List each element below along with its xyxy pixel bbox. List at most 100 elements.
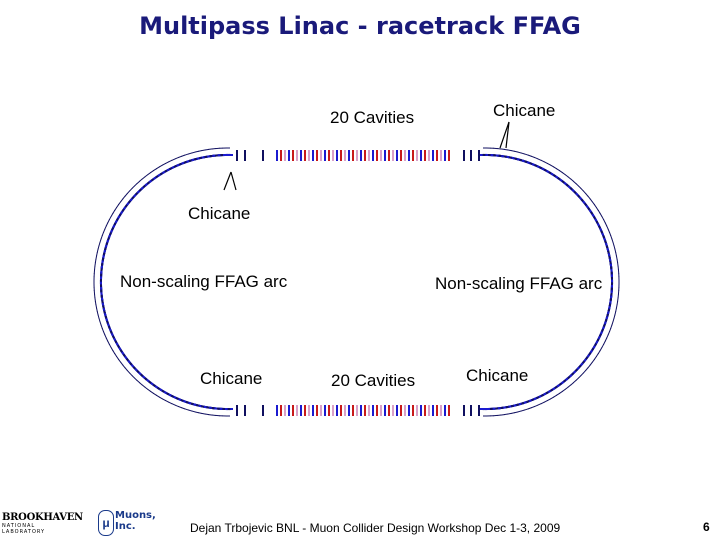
arc-tick (604, 222, 608, 227)
arc-tick (610, 235, 613, 240)
cavity-element (364, 405, 366, 416)
cavity-element (444, 405, 446, 416)
arc-tick (580, 372, 584, 377)
arc-tick (613, 245, 616, 250)
arc-tick (550, 164, 554, 168)
arc-tick (211, 414, 217, 416)
arc-tick (601, 216, 605, 221)
cavity-element (396, 405, 398, 416)
arc-tick (177, 405, 183, 409)
arc-tick (124, 367, 128, 371)
arc-tick (101, 231, 105, 237)
cavity-element (360, 405, 362, 416)
cavity-element (344, 150, 346, 161)
cavity-element (324, 150, 326, 161)
arc-tick (107, 219, 110, 224)
arc-tick (204, 413, 210, 416)
arc-tick (159, 164, 163, 168)
cavity-element (348, 150, 350, 161)
arrow-line (499, 121, 510, 149)
arc-tick (162, 398, 167, 402)
arc-tick (510, 412, 515, 414)
cavity-element (316, 405, 318, 416)
arc-tick (540, 159, 545, 163)
arc-tick (96, 307, 98, 312)
cavity-element (284, 405, 286, 416)
arc-tick (527, 154, 532, 157)
muons-logo-name: Muons, (115, 510, 156, 521)
arc-tick (601, 343, 605, 348)
cavity-element (352, 405, 354, 416)
chicane-magnet (463, 405, 465, 416)
arc-tick (144, 386, 149, 390)
arc-tick (94, 293, 96, 299)
arc-tick (507, 412, 512, 415)
cavity-element (352, 150, 354, 161)
arc-tick (98, 317, 101, 323)
cavity-element (448, 150, 450, 161)
arc-tick (618, 276, 620, 281)
arc-tick (187, 409, 193, 412)
arc-tick (534, 404, 539, 408)
arc-magnet (480, 408, 490, 410)
arc-tick (215, 414, 220, 417)
arc-tick (517, 151, 522, 154)
arc-tick (94, 297, 96, 302)
cavity-element (428, 405, 430, 416)
arrow-line (230, 171, 237, 191)
arc-tick (110, 347, 114, 351)
arc-tick (612, 241, 615, 247)
arc-tick (561, 172, 566, 176)
arc-tick (500, 148, 505, 150)
arc-tick (122, 195, 126, 200)
arc-tick (580, 187, 584, 192)
cavity-element (440, 150, 442, 161)
cavity-element (408, 405, 410, 416)
cavity-element (300, 150, 302, 161)
arc-tick (483, 415, 487, 417)
cavity-element (404, 150, 406, 161)
arc-tick (124, 193, 128, 197)
cavity-element (440, 405, 442, 416)
chicane-magnet (478, 405, 480, 416)
arc-tick (153, 168, 157, 172)
bnl-logo: BROOKHAVEN NATIONAL LABORATORY (2, 512, 83, 535)
arc-tick (156, 394, 160, 398)
cavity-element (320, 405, 322, 416)
cavity-element (280, 150, 282, 161)
arc-tick (595, 353, 599, 357)
arc-tick (116, 355, 120, 360)
cavity-element (420, 405, 422, 416)
arc-tick (591, 358, 595, 363)
arc-tick (527, 407, 532, 410)
cavity-element (380, 150, 382, 161)
cavity-element (408, 150, 410, 161)
arc-tick (589, 361, 593, 366)
arc-tick (486, 415, 491, 417)
label-cavities-bottom: 20 Cavities (331, 371, 416, 390)
arc-tick (597, 350, 601, 354)
cavity-element (300, 405, 302, 416)
cavity-element (316, 150, 318, 161)
arc-tick (126, 369, 131, 374)
arc-tick (599, 213, 603, 217)
cavity-element (396, 150, 398, 161)
arc-tick (610, 324, 613, 329)
arc-tick (496, 148, 502, 150)
arc-tick (97, 245, 100, 250)
arc-tick (520, 409, 526, 412)
page-number: 6 (703, 520, 710, 534)
cavity-element (404, 405, 406, 416)
cavity-element (336, 150, 338, 161)
muons-inc-logo: μ Muons, Inc. (98, 508, 158, 538)
arc-tick (107, 340, 110, 345)
cavity-element (432, 405, 434, 416)
arc-tick (603, 340, 606, 345)
arc-tick (198, 150, 203, 152)
arc-tick (120, 198, 124, 203)
cavity-element (312, 150, 314, 161)
muons-logo-symbol: μ (98, 510, 114, 536)
arc-tick (226, 147, 230, 149)
cavity-element (384, 405, 386, 416)
arrow-line (505, 121, 510, 149)
